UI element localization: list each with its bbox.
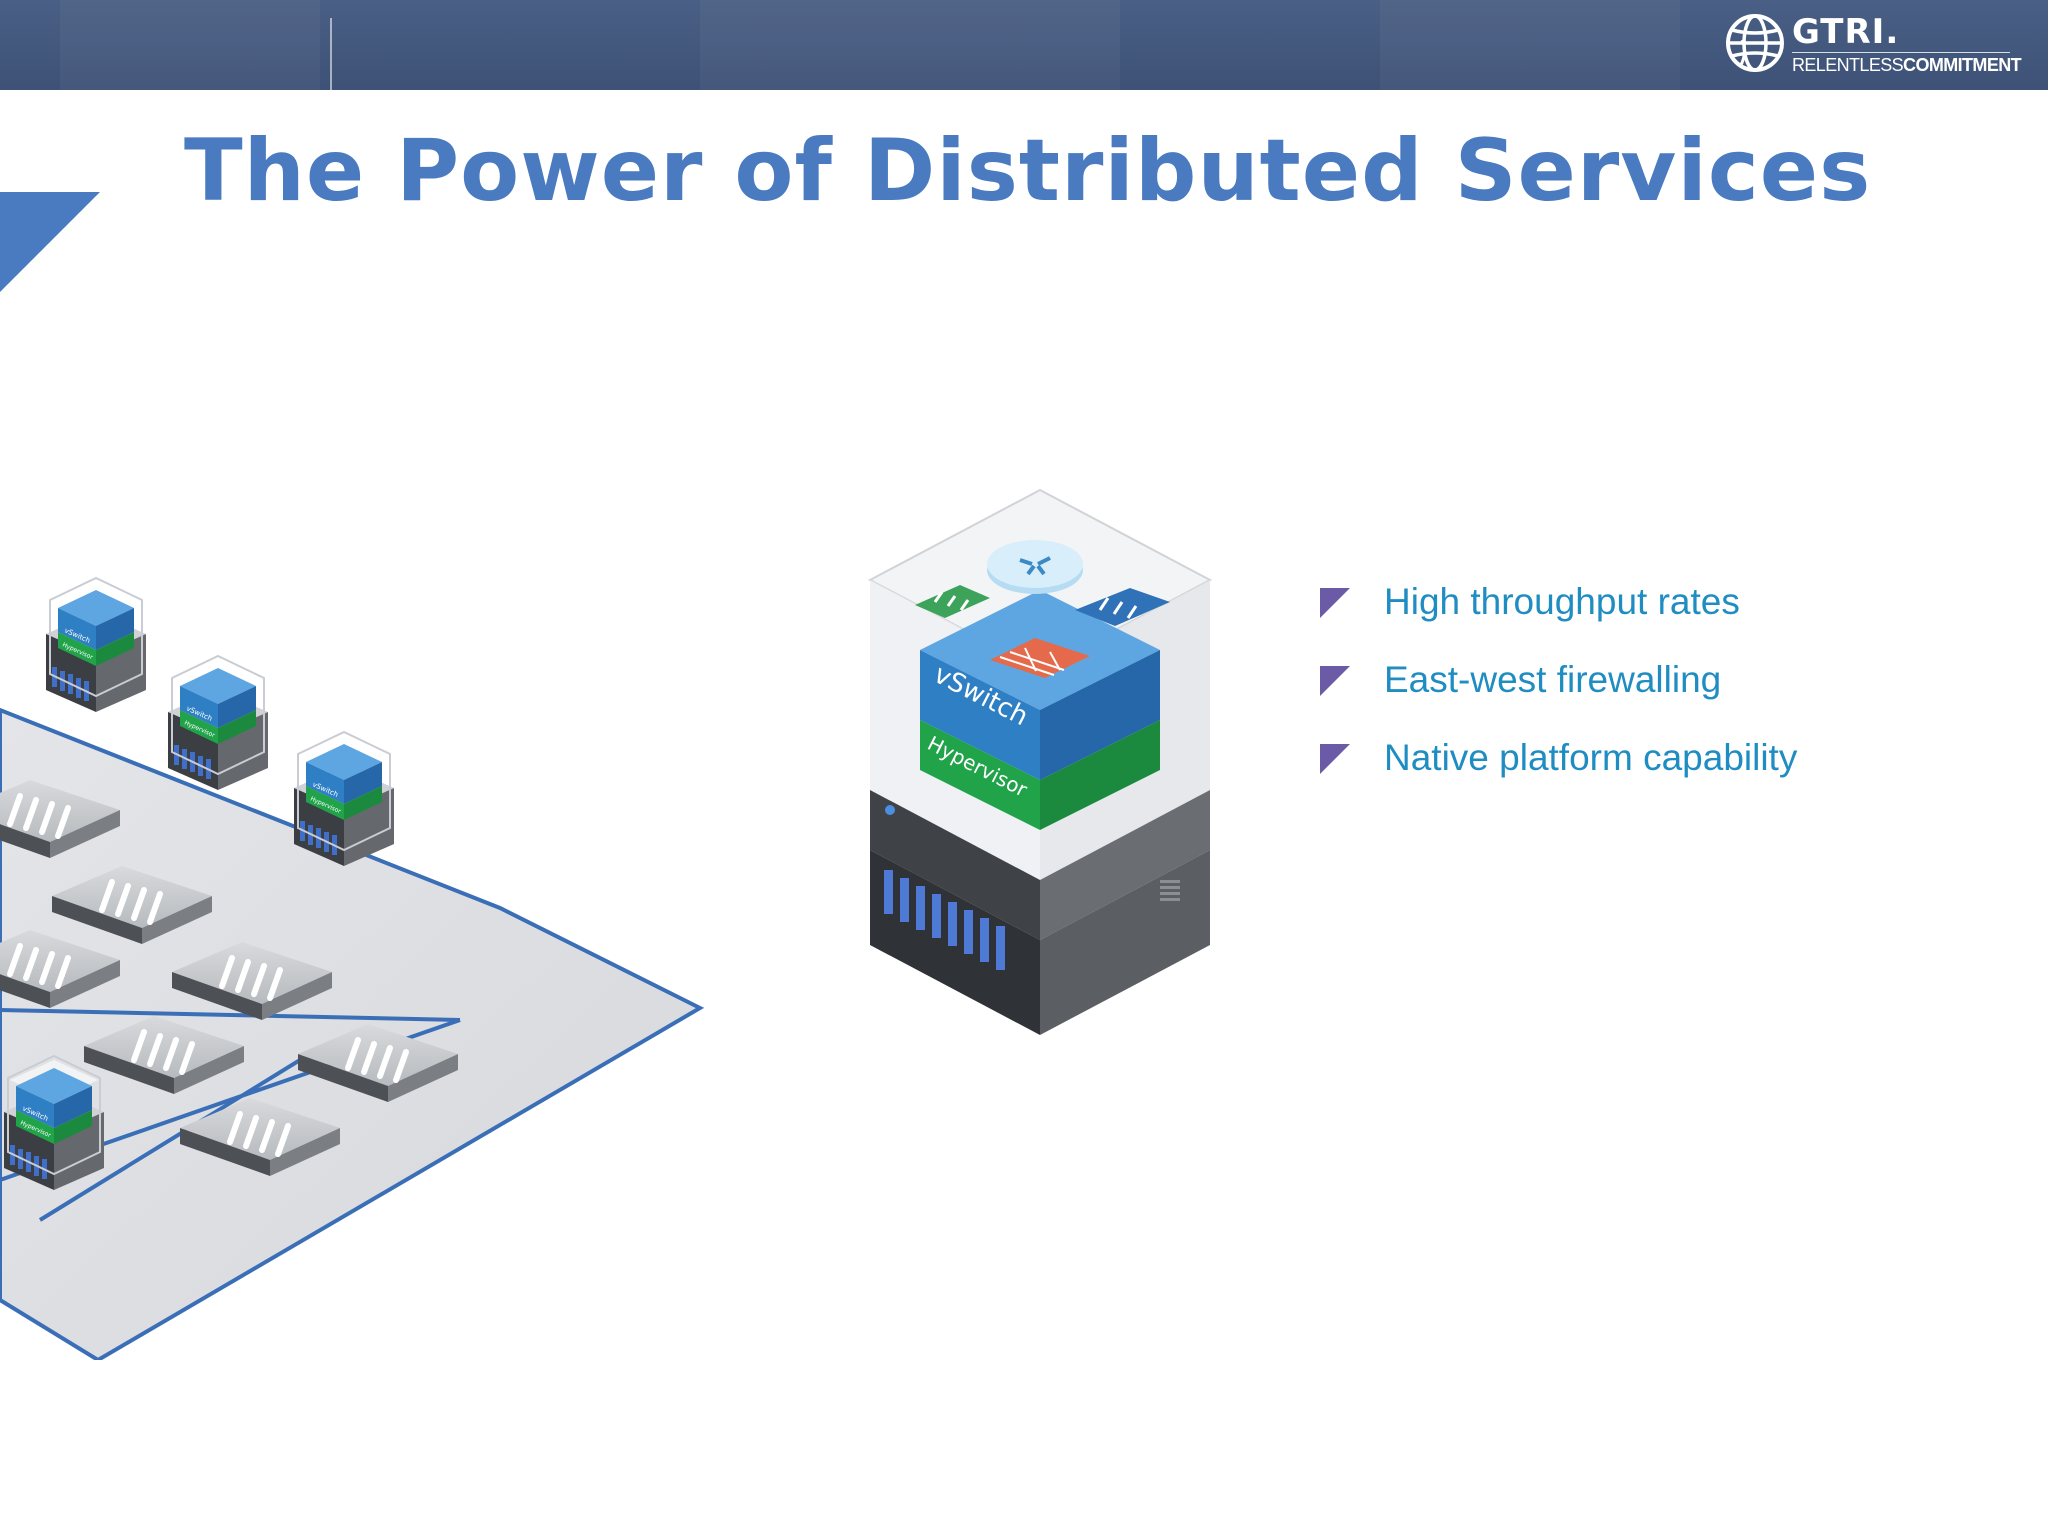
distributed-network-illustration: vSwitch Hypervisor (0, 577, 705, 1360)
host-server (293, 731, 395, 867)
logo-tagline: RELENTLESSCOMMITMENT (1792, 55, 2022, 75)
bullet-high-throughput: High throughput rates (1320, 566, 1797, 644)
header-divider (330, 18, 332, 90)
gtri-logo: GTRI. RELENTLESSCOMMITMENT (1724, 12, 2022, 78)
power-led (885, 805, 895, 815)
corner-triangle-accent (0, 192, 100, 292)
bullet-east-west-firewalling: East-west firewalling (1320, 644, 1797, 722)
bullet-text: East-west firewalling (1384, 659, 1722, 700)
router-icon (987, 540, 1083, 594)
header-band (1380, 0, 1680, 90)
feature-bullet-list: High throughput rates East-west firewall… (1320, 566, 1797, 800)
vswitch-layer-right (1040, 650, 1160, 780)
triangle-bullet-icon (1320, 666, 1350, 696)
tagline-light: RELENTLESS (1792, 55, 1904, 75)
bullet-native-platform: Native platform capability (1320, 722, 1797, 800)
header-band (60, 0, 320, 90)
header-bar: GTRI. RELENTLESSCOMMITMENT (0, 0, 2048, 90)
header-band (700, 0, 1120, 90)
page-title: The Power of Distributed Services (184, 121, 1872, 221)
host-server (3, 1055, 105, 1191)
vent-grille (1160, 880, 1180, 901)
featured-host-illustration: vSwitch Hypervisor (867, 488, 1213, 1035)
host-server (167, 655, 269, 791)
chassis-side-upper (1040, 790, 1210, 940)
host-server (45, 577, 147, 713)
tagline-bold: COMMITMENT (1903, 55, 2022, 75)
switch-icon (1075, 588, 1170, 626)
chassis-side-lower (1040, 850, 1210, 1035)
vswitch-layer-left (920, 650, 1040, 780)
drive-bays (884, 870, 1005, 970)
load-balancer-icon (915, 585, 990, 618)
globe-icon (1726, 14, 1784, 72)
logo-underline (1792, 52, 2010, 53)
hypervisor-layer-left (920, 720, 1040, 830)
firewall-icon (990, 638, 1090, 678)
triangle-bullet-icon (1320, 588, 1350, 618)
triangle-bullet-icon (1320, 744, 1350, 774)
logo-name: GTRI. (1792, 12, 1900, 52)
bullet-text: Native platform capability (1384, 737, 1798, 778)
bullet-text: High throughput rates (1384, 581, 1740, 622)
hypervisor-layer-right (1040, 720, 1160, 830)
